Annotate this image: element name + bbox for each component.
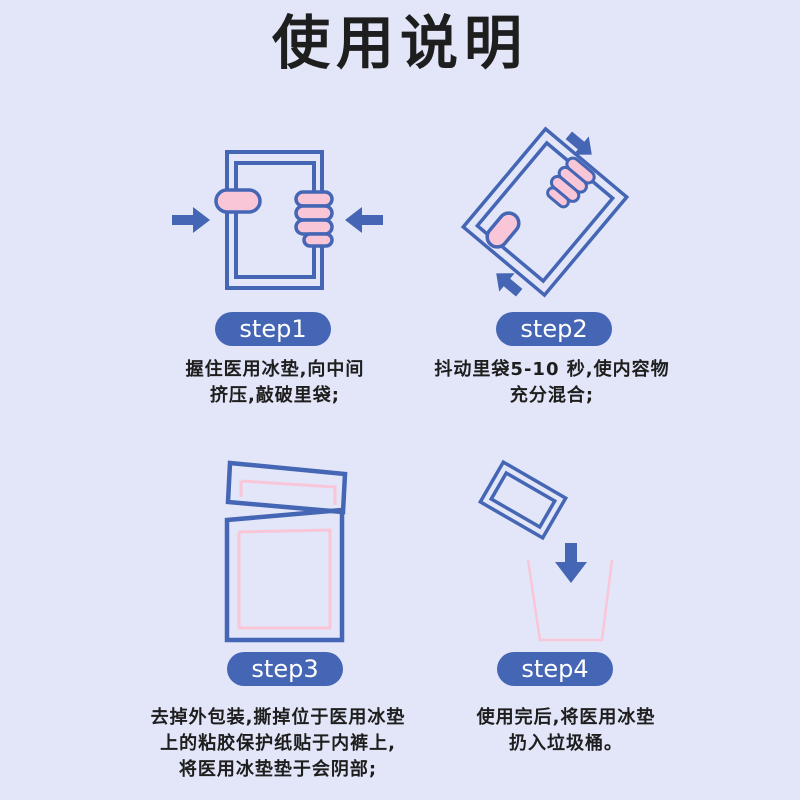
- step1-description: 握住医用冰垫,向中间 挤压,敲破里袋;: [95, 357, 455, 409]
- step4-line-1: 使用完后,将医用冰垫: [476, 707, 656, 728]
- peel-backing-paper-icon: [224, 460, 348, 643]
- step4-badge: step4: [497, 652, 613, 686]
- step3-line-1: 去掉外包装,撕掉位于医用冰垫: [150, 707, 406, 728]
- step2-description: 抖动里袋5-10 秒,使内容物 充分混合;: [372, 357, 732, 409]
- dispose-in-trash-icon: [477, 459, 614, 642]
- step3-badge: step3: [227, 652, 343, 686]
- step3-description: 去掉外包装,撕掉位于医用冰垫 上的粘胶保护纸贴于内裤上, 将医用冰垫垫于会阴部;: [98, 705, 458, 783]
- step2-line-2: 充分混合;: [509, 385, 595, 406]
- step2-badge: step2: [496, 312, 612, 346]
- page-title: 使用说明: [271, 9, 528, 77]
- step1-line-2: 挤压,敲破里袋;: [209, 385, 341, 406]
- hands-squeezing-pad-icon: [172, 150, 383, 290]
- step1-line-1: 握住医用冰垫,向中间: [185, 359, 365, 380]
- step1-badge: step1: [215, 312, 331, 346]
- step3-line-2: 上的粘胶保护纸贴于内裤上,: [160, 733, 396, 754]
- step4-description: 使用完后,将医用冰垫 扔入垃圾桶。: [386, 705, 746, 757]
- step2-line-1: 抖动里袋5-10 秒,使内容物: [434, 359, 670, 380]
- step3-line-3: 将医用冰垫垫于会阴部;: [178, 759, 378, 780]
- step4-line-2: 扔入垃圾桶。: [509, 733, 623, 754]
- shaking-pad-icon: [460, 126, 630, 298]
